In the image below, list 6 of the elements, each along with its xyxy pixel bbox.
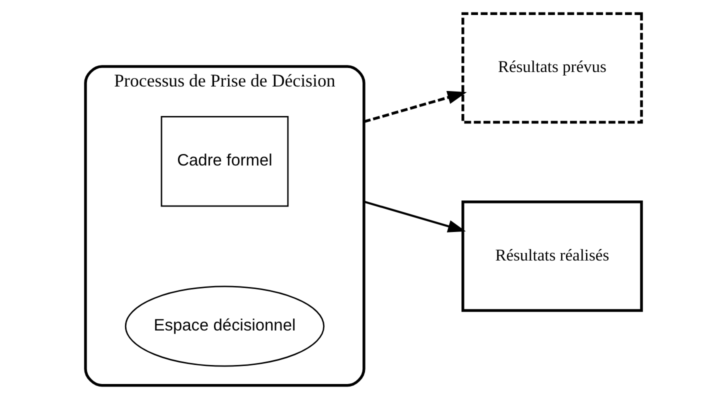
arrow xyxy=(363,200,466,232)
node-box: Cadre formel xyxy=(160,116,288,207)
node-box: Résultats réalisés xyxy=(461,200,642,312)
node-ellipse: Espace décisionnel xyxy=(124,286,324,367)
arrow xyxy=(363,90,466,124)
node-box: Résultats prévus xyxy=(461,12,642,124)
